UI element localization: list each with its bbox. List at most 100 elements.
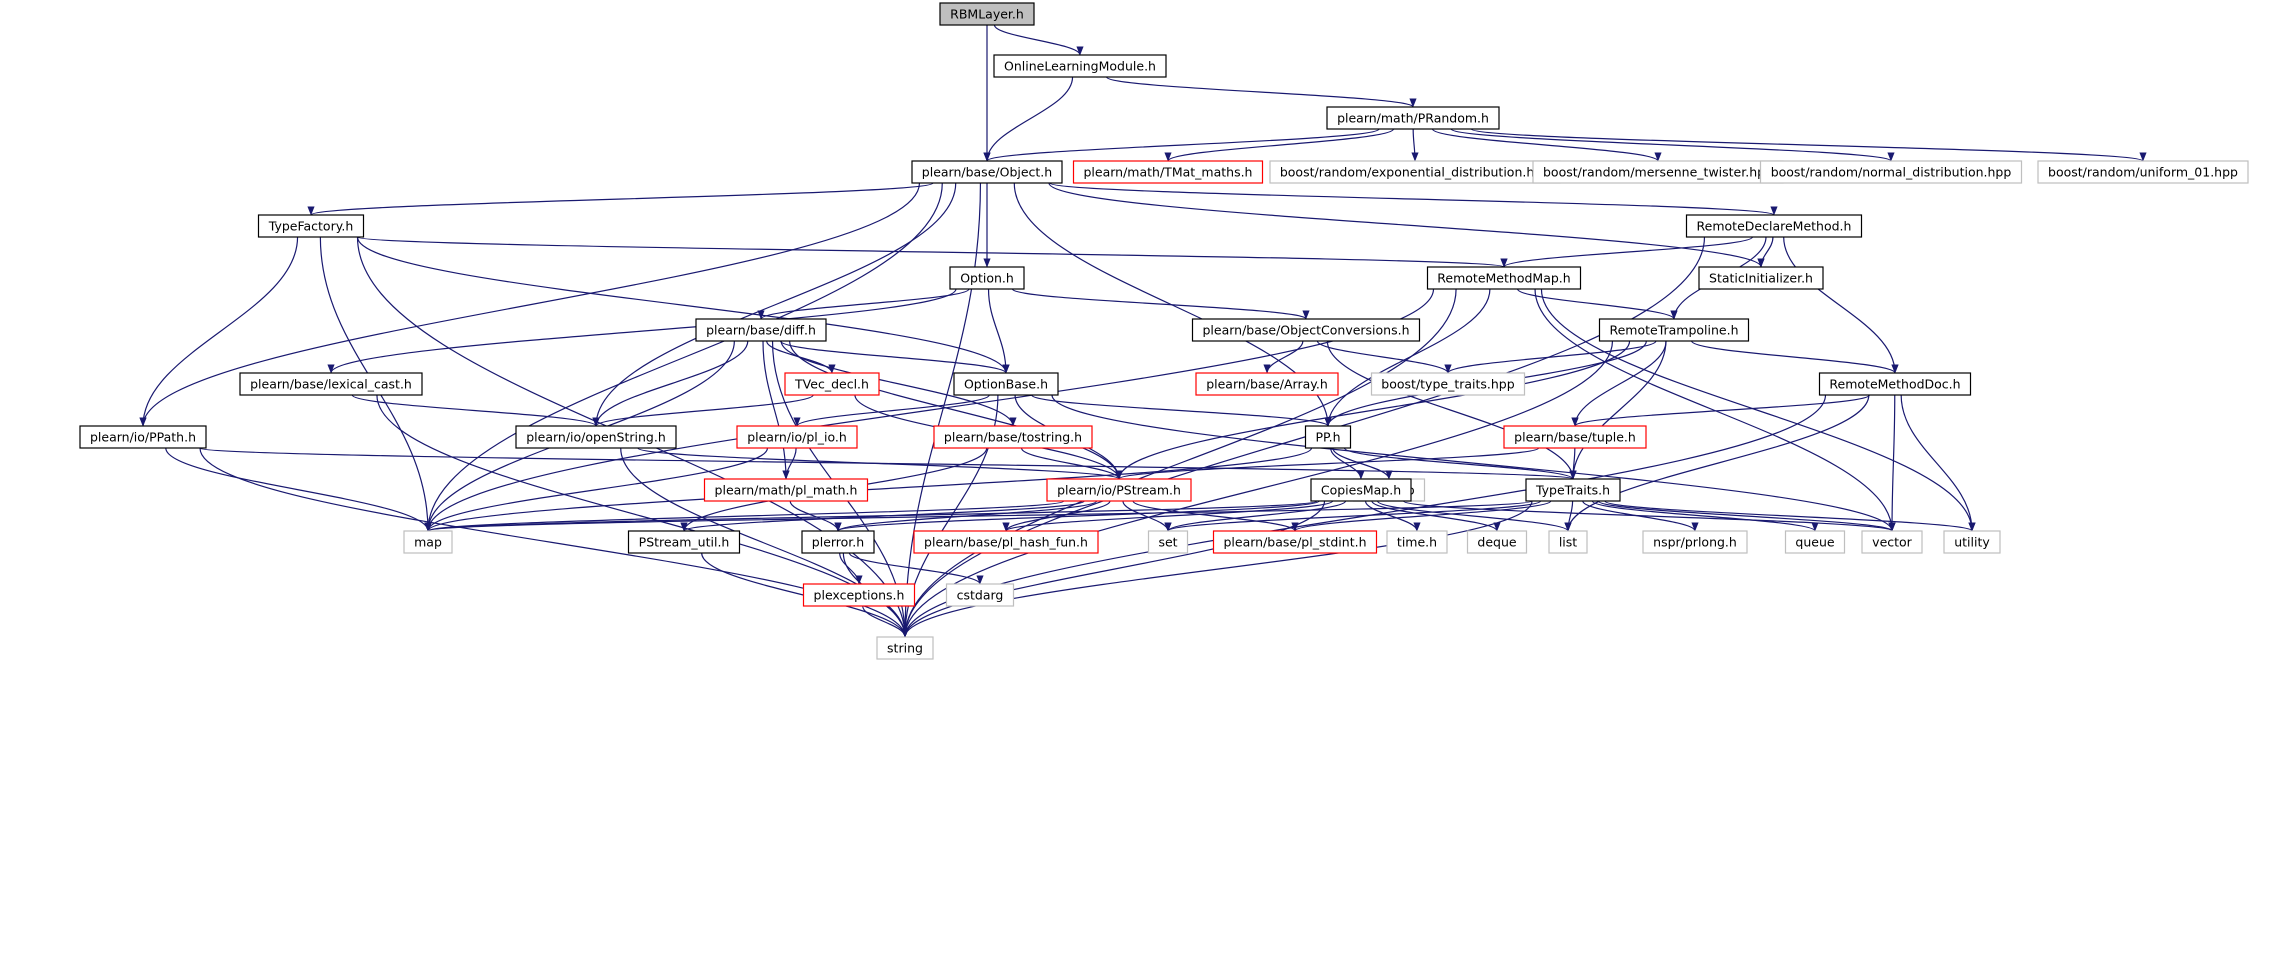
node-label: TypeFactory.h <box>268 219 354 234</box>
node-option[interactable]: Option.h <box>949 266 1025 290</box>
node-prlong[interactable]: nspr/prlong.h <box>1642 530 1748 554</box>
node-rbmlayer[interactable]: RBMLayer.h <box>939 2 1035 26</box>
node-label: vector <box>1872 535 1913 550</box>
node-pl-math[interactable]: plearn/math/pl_math.h <box>703 478 869 502</box>
node-normal-dist[interactable]: boost/random/normal_distribution.hpp <box>1759 160 2023 184</box>
node-label: nspr/prlong.h <box>1653 535 1737 550</box>
node-box <box>2037 160 2249 184</box>
node-array[interactable]: plearn/base/Array.h <box>1195 372 1339 396</box>
node-lexical-cast[interactable]: plearn/base/lexical_cast.h <box>239 372 423 396</box>
node-optionbase[interactable]: OptionBase.h <box>953 372 1059 396</box>
node-list[interactable]: list <box>1548 530 1588 554</box>
edge-pl_io-to-map <box>424 447 769 532</box>
node-label: OptionBase.h <box>964 377 1048 392</box>
edge-ppath-to-string <box>199 447 909 638</box>
node-mersenne[interactable]: boost/random/mersenne_twister.hpp <box>1532 160 1784 184</box>
node-time[interactable]: time.h <box>1386 530 1448 554</box>
node-plexceptions[interactable]: plexceptions.h <box>802 583 916 607</box>
node-exp-dist[interactable]: boost/random/exponential_distribution.hp… <box>1269 160 1561 184</box>
edge-copiesmap-to-plerror <box>834 500 1320 532</box>
node-box <box>515 425 677 449</box>
edge-object-to-staticinitializer <box>1048 182 1765 268</box>
node-box <box>1072 160 1264 184</box>
edge-remotemethodmap-to-string <box>901 288 1457 638</box>
node-remotetrampoline[interactable]: RemoteTrampoline.h <box>1598 318 1750 342</box>
node-copiesmap[interactable]: CopiesMap.h <box>1310 478 1412 502</box>
node-label: string <box>887 641 923 656</box>
edge-objectconversions-to-typetraits <box>1326 340 1577 480</box>
node-typefactory[interactable]: TypeFactory.h <box>257 214 365 238</box>
node-pl-stdint[interactable]: plearn/base/pl_stdint.h <box>1212 530 1378 554</box>
node-cstdarg[interactable]: cstdarg <box>945 583 1015 607</box>
node-utility[interactable]: utility <box>1943 530 2001 554</box>
node-label: plerror.h <box>812 535 864 550</box>
node-ppath[interactable]: plearn/io/PPath.h <box>79 425 207 449</box>
edge-option-to-diff <box>757 288 970 320</box>
node-objectconversions[interactable]: plearn/base/ObjectConversions.h <box>1191 318 1421 342</box>
node-openstring[interactable]: plearn/io/openString.h <box>515 425 677 449</box>
node-vector[interactable]: vector <box>1861 530 1923 554</box>
node-label: boost/random/exponential_distribution.hp… <box>1280 165 1550 180</box>
node-label: plearn/io/openString.h <box>526 430 666 445</box>
node-pstream[interactable]: plearn/io/PStream.h <box>1046 478 1192 502</box>
node-pstream-util[interactable]: PStream_util.h <box>627 530 741 554</box>
node-uniform01[interactable]: boost/random/uniform_01.hpp <box>2037 160 2249 184</box>
node-box <box>1818 372 1972 396</box>
node-pp[interactable]: PP.h <box>1304 425 1352 449</box>
node-box <box>79 425 207 449</box>
node-queue[interactable]: queue <box>1784 530 1846 554</box>
node-box <box>1861 530 1923 554</box>
node-label: boost/random/mersenne_twister.hpp <box>1543 165 1773 180</box>
node-remotemethodmap[interactable]: RemoteMethodMap.h <box>1426 266 1582 290</box>
edge-openstring-to-pstream <box>637 447 1123 480</box>
edge-prandom-to-uniform01 <box>1470 128 2147 162</box>
edge-diff-to-openstring <box>592 340 749 427</box>
node-remotemethoddoc[interactable]: RemoteMethodDoc.h <box>1818 372 1972 396</box>
node-label: plearn/math/PRandom.h <box>1337 111 1489 126</box>
node-label: plearn/base/diff.h <box>706 323 816 338</box>
edge-remotetrampoline-to-remotemethoddoc <box>1691 340 1899 374</box>
node-pl-io[interactable]: plearn/io/pl_io.h <box>736 425 858 449</box>
edge-typetraits-to-utility <box>1604 500 1976 532</box>
edge-remotetrampoline-to-tuple <box>1571 340 1667 427</box>
node-box <box>949 266 1025 290</box>
edge-diff-to-pstream <box>789 340 1123 480</box>
node-type-traits[interactable]: boost/type_traits.hpp <box>1370 372 1526 396</box>
node-deque[interactable]: deque <box>1466 530 1528 554</box>
node-onlinelearningmodule[interactable]: OnlineLearningModule.h <box>993 54 1167 78</box>
node-diff[interactable]: plearn/base/diff.h <box>695 318 827 342</box>
node-tmat-maths[interactable]: plearn/math/TMat_maths.h <box>1072 160 1264 184</box>
node-map[interactable]: map <box>403 530 453 554</box>
edge-remotetrampoline-to-type_traits <box>1444 340 1657 374</box>
node-staticinitializer[interactable]: StaticInitializer.h <box>1698 266 1824 290</box>
edge-remotemethoddoc-to-tuple <box>1571 394 1870 427</box>
node-prandom[interactable]: plearn/math/PRandom.h <box>1326 106 1500 130</box>
node-remotedeclaremethod[interactable]: RemoteDeclareMethod.h <box>1685 214 1863 238</box>
node-pl-hash-fun[interactable]: plearn/base/pl_hash_fun.h <box>913 530 1099 554</box>
node-box <box>802 583 916 607</box>
node-string[interactable]: string <box>876 636 934 660</box>
node-tvec-decl[interactable]: TVec_decl.h <box>784 372 880 396</box>
edge-objectconversions-to-array <box>1263 340 1304 374</box>
node-box <box>627 530 741 554</box>
edge-object-to-remotedeclaremethod <box>1049 182 1778 216</box>
node-plerror[interactable]: plerror.h <box>801 530 875 554</box>
node-typetraits[interactable]: TypeTraits.h <box>1525 478 1621 502</box>
node-label: StaticInitializer.h <box>1709 271 1813 286</box>
edge-option-to-objectconversions <box>1011 288 1310 320</box>
edge-remotemethoddoc-to-utility <box>1900 394 1976 532</box>
node-tuple[interactable]: plearn/base/tuple.h <box>1503 425 1647 449</box>
node-box <box>1326 106 1500 130</box>
node-box <box>1426 266 1582 290</box>
edge-pstream-to-pl_hash_fun <box>1002 500 1111 532</box>
node-box <box>1046 478 1192 502</box>
node-box <box>1304 425 1352 449</box>
edge-tuple-to-pstream <box>1115 447 1540 480</box>
node-box <box>911 160 1063 184</box>
node-set[interactable]: set <box>1147 530 1189 554</box>
node-tostring[interactable]: plearn/base/tostring.h <box>933 425 1093 449</box>
edge-onlinelearningmodule-to-prandom <box>1106 76 1417 108</box>
node-box <box>1370 372 1526 396</box>
node-object[interactable]: plearn/base/Object.h <box>911 160 1063 184</box>
edge-object-to-ppath <box>139 182 921 427</box>
